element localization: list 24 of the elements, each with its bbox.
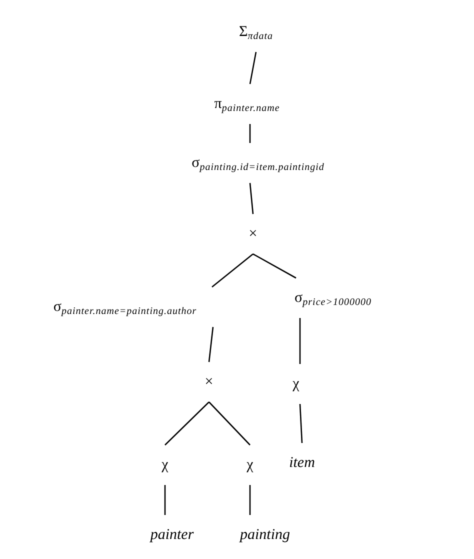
- tree-edge: [249, 124, 251, 143]
- operator-label: χ: [162, 457, 168, 473]
- operator-label: σ$_{price>1000000}$: [294, 290, 372, 306]
- operator-label: painting: [240, 527, 290, 543]
- operator-label: σ$_{painting.id=item.paintingid}$: [192, 155, 324, 171]
- tree-edge: [249, 485, 251, 515]
- operator-label: σ$_{painter.name=painting.author}$: [53, 299, 197, 315]
- tree-edge: [299, 318, 301, 364]
- tree-edge: [299, 404, 303, 444]
- tree-edge: [208, 326, 214, 362]
- tree-edge: [249, 182, 254, 214]
- operator-label: painter: [150, 527, 194, 543]
- tree-edge: [164, 485, 166, 515]
- operator-label: item: [289, 455, 315, 471]
- operator-label: ×: [204, 374, 214, 390]
- tree-edge: [208, 402, 250, 446]
- tree-edge: [249, 52, 257, 84]
- tree-edge: [212, 254, 254, 288]
- operator-label: π$_{painter.name}$: [214, 96, 280, 112]
- tree-edge: [164, 402, 210, 446]
- tree-edge: [252, 253, 296, 279]
- operator-label: ×: [248, 226, 258, 242]
- operator-label: χ: [292, 376, 300, 392]
- operator-label: χ: [246, 457, 254, 473]
